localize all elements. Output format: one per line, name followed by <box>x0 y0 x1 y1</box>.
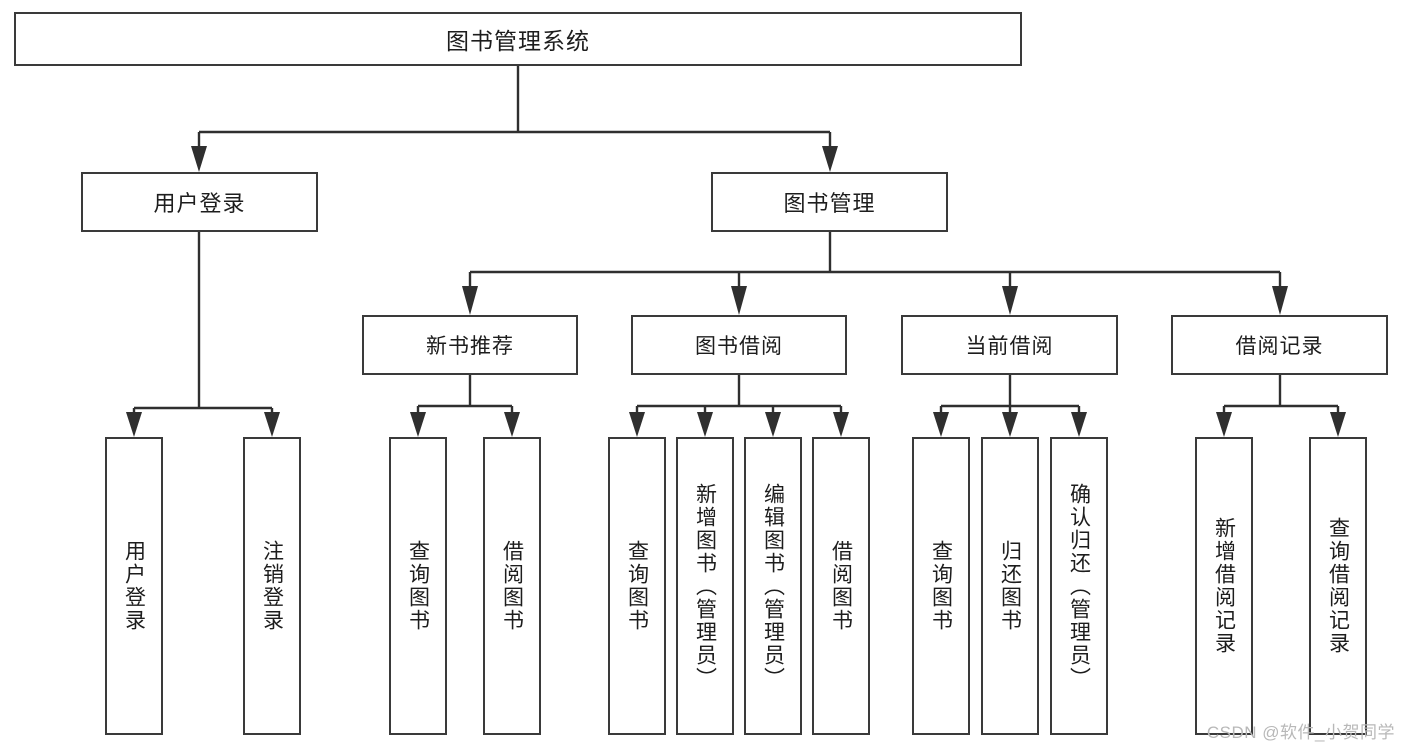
leaf-book-borrow-query-book[interactable]: 查询图书 <box>608 437 666 735</box>
leaf-label: 编辑图书（管理员） <box>761 482 785 690</box>
leaf-current-borrow-return-book[interactable]: 归还图书 <box>981 437 1039 735</box>
leaf-label: 归还图书 <box>998 540 1022 632</box>
leaf-book-borrow-add-book[interactable]: 新增图书（管理员） <box>676 437 734 735</box>
leaf-label: 查询图书 <box>406 540 430 632</box>
leaf-label: 借阅图书 <box>829 540 853 632</box>
node-root[interactable]: 图书管理系统 <box>14 12 1022 66</box>
leaf-borrow-record-add-record[interactable]: 新增借阅记录 <box>1195 437 1253 735</box>
node-user-login[interactable]: 用户登录 <box>81 172 318 232</box>
node-borrow-record-label: 借阅记录 <box>1235 335 1324 358</box>
node-book-management[interactable]: 图书管理 <box>711 172 948 232</box>
leaf-label: 借阅图书 <box>500 540 524 632</box>
leaf-new-book-borrow-book[interactable]: 借阅图书 <box>483 437 541 735</box>
leaf-current-borrow-query-book[interactable]: 查询图书 <box>912 437 970 735</box>
node-current-borrow-label: 当前借阅 <box>965 335 1054 358</box>
leaf-label: 查询借阅记录 <box>1326 517 1350 655</box>
watermark: CSDN @软件_小贺同学 <box>1206 723 1395 742</box>
leaf-label: 查询图书 <box>625 540 649 632</box>
node-user-login-label: 用户登录 <box>153 191 246 216</box>
node-book-management-label: 图书管理 <box>783 191 876 216</box>
leaf-label: 新增图书（管理员） <box>693 482 717 690</box>
node-new-book-recommend-label: 新书推荐 <box>426 335 514 358</box>
leaf-label: 新增借阅记录 <box>1212 517 1236 655</box>
leaf-book-borrow-borrow-book[interactable]: 借阅图书 <box>812 437 870 735</box>
leaf-user-login-login[interactable]: 用户登录 <box>105 437 163 735</box>
node-current-borrow[interactable]: 当前借阅 <box>901 315 1118 375</box>
leaf-label: 确认归还（管理员） <box>1067 482 1091 690</box>
leaf-new-book-query-book[interactable]: 查询图书 <box>389 437 447 735</box>
leaf-current-borrow-confirm-return[interactable]: 确认归还（管理员） <box>1050 437 1108 735</box>
leaf-user-login-logout[interactable]: 注销登录 <box>243 437 301 735</box>
node-new-book-recommend[interactable]: 新书推荐 <box>362 315 578 375</box>
leaf-borrow-record-query-record[interactable]: 查询借阅记录 <box>1309 437 1367 735</box>
node-book-borrow-label: 图书借阅 <box>695 335 783 358</box>
leaf-label: 用户登录 <box>122 540 146 632</box>
leaf-label: 注销登录 <box>260 540 284 632</box>
node-root-label: 图书管理系统 <box>446 28 590 54</box>
leaf-book-borrow-edit-book[interactable]: 编辑图书（管理员） <box>744 437 802 735</box>
leaf-label: 查询图书 <box>929 540 953 632</box>
node-book-borrow[interactable]: 图书借阅 <box>631 315 847 375</box>
node-borrow-record[interactable]: 借阅记录 <box>1171 315 1388 375</box>
